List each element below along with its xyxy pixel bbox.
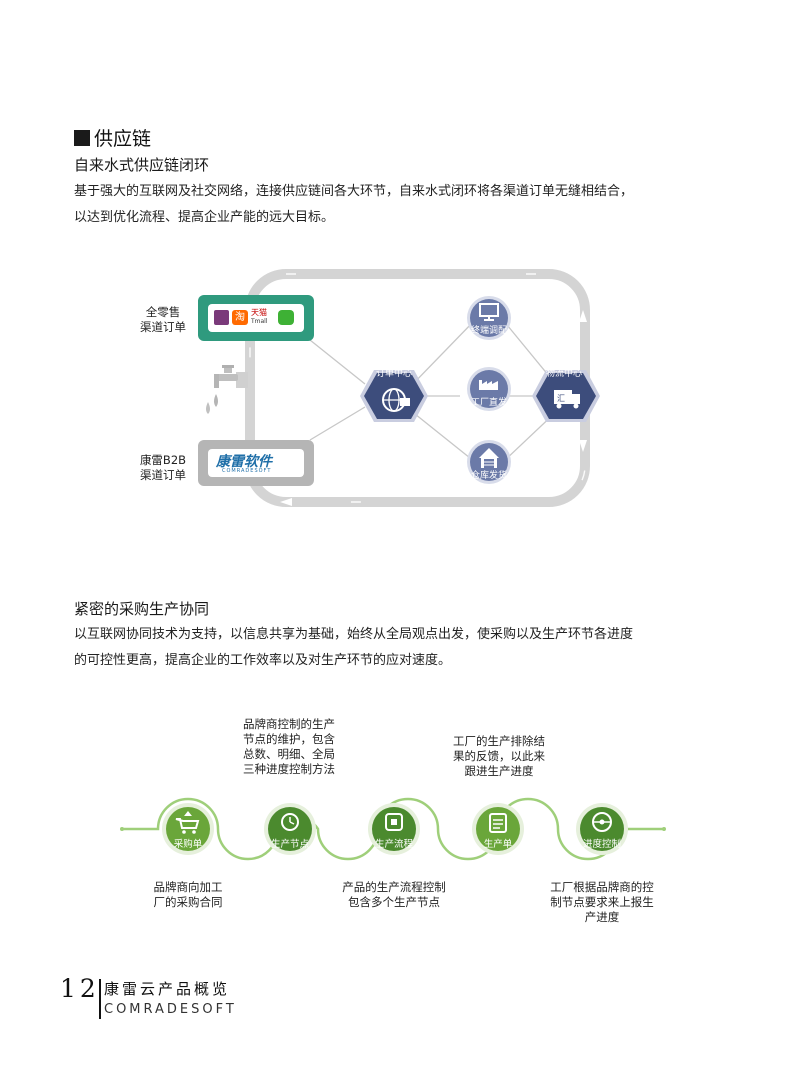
node-purchase-order xyxy=(162,803,214,855)
b2b-channel-box: 康雷软件 COMRADESOFT xyxy=(198,440,314,486)
node-label-purchase-order: 采购单 xyxy=(173,839,203,850)
tmall-icon: 天猫 Tmall xyxy=(251,308,268,325)
order-center-hexagon xyxy=(360,370,428,422)
supply-chain-diagram: 汇 xyxy=(130,262,600,512)
supply-chain-svg: 汇 xyxy=(206,269,600,507)
desc-progress-control: 工厂根据品牌商的控 制节点要求来上报生 产进度 xyxy=(550,880,654,924)
clock-icon xyxy=(281,813,299,831)
pipe-arrow-icon xyxy=(579,440,587,452)
node-production-order xyxy=(472,803,524,855)
node-label-production-order: 生产单 xyxy=(483,839,513,850)
clipboard-icon xyxy=(489,813,507,833)
production-subtitle: 紧密的采购生产协同 xyxy=(74,600,210,618)
supply-subtitle: 自来水式供应链闭环 xyxy=(74,156,210,174)
warehouse-circle xyxy=(467,440,511,484)
retail-channel-label: 全零售 渠道订单 xyxy=(140,305,186,334)
page-number: 12 xyxy=(60,974,100,1003)
pipe-arrow-icon xyxy=(579,310,587,322)
node-production-process xyxy=(368,803,420,855)
desc-production-point: 品牌商控制的生产 节点的维护，包含 总数、明细、全局 三种进度控制方法 xyxy=(243,717,335,776)
factory-circle xyxy=(467,367,511,411)
chip-icon xyxy=(385,813,403,831)
factory-icon xyxy=(479,380,498,390)
connector-line xyxy=(309,406,366,441)
node-label-production-process: 生产流程 xyxy=(374,839,413,850)
faucet-icon xyxy=(206,365,248,414)
connector-line xyxy=(409,319,476,388)
production-flow-svg xyxy=(120,797,666,861)
section-title: 供应链 xyxy=(74,124,151,151)
logistics-center-hexagon: 汇 xyxy=(532,370,600,422)
production-para-line2: 的可控性更高，提高企业的工作效率以及对生产环节的应对速度。 xyxy=(74,653,452,668)
logistics-center-label: 物流中心 xyxy=(545,369,582,379)
svg-text:汇: 汇 xyxy=(557,394,565,403)
desc-production-process: 产品的生产流程控制 包含多个生产节点 xyxy=(342,880,446,909)
store-icon xyxy=(214,310,229,325)
production-para-line1: 以互联网协同技术为支持，以信息共享为基础，始终从全局观点出发，使采购以及生产环节… xyxy=(74,627,634,642)
node-production-point xyxy=(264,803,316,855)
desc-production-order: 工厂的生产排除结 果的反馈，以此来 跟进生产进度 xyxy=(453,734,545,778)
node-label-progress-control: 进度控制 xyxy=(582,839,621,850)
footer-divider xyxy=(99,979,101,1019)
supply-para-line1: 基于强大的互联网及社交网络，连接供应链间各大环节，自来水式闭环将各渠道订单无缝相… xyxy=(74,184,634,199)
section-title-text: 供应链 xyxy=(94,128,152,150)
cart-icon xyxy=(175,818,200,829)
taobao-icon: 淘 xyxy=(232,310,248,325)
supply-para-line2: 以达到优化流程、提高企业产能的远大目标。 xyxy=(74,210,335,225)
node-progress-control xyxy=(576,803,628,855)
factory-label: 工厂直发 xyxy=(470,398,507,408)
desc-purchase-order: 品牌商向加工 厂的采购合同 xyxy=(153,880,223,909)
brand-logo-sub: COMRADESOFT xyxy=(222,468,272,474)
production-flow-diagram: 采购单 生产节点 生产流程 生产单 进度控制 品牌商控制的生产 节点的维护，包含… xyxy=(118,712,678,942)
connector-line xyxy=(409,409,476,463)
supply-paragraph: 基于强大的互联网及社交网络，连接供应链间各大环节，自来水式闭环将各渠道订单无缝相… xyxy=(74,179,724,231)
node-label-production-point: 生产节点 xyxy=(270,839,309,850)
connector-line xyxy=(309,339,366,385)
retail-channel-box: 淘 天猫 Tmall xyxy=(198,295,314,341)
pipe-arrow-icon xyxy=(280,498,292,506)
footer-brand: COMRADESOFT xyxy=(104,1002,237,1017)
wechat-icon xyxy=(278,310,294,325)
terminal-circle xyxy=(467,296,511,340)
brand-logo: 康雷软件 xyxy=(216,454,272,470)
production-paragraph: 以互联网协同技术为支持，以信息共享为基础，始终从全局观点出发，使采购以及生产环节… xyxy=(74,622,724,674)
order-center-label: 订单中心 xyxy=(375,369,412,379)
terminal-label: 终端调配 xyxy=(470,326,507,336)
b2b-channel-label: 康雷B2B 渠道订单 xyxy=(139,453,187,482)
footer-title: 康雷云产品概览 xyxy=(104,980,231,998)
square-bullet-icon xyxy=(74,129,90,146)
warehouse-label: 仓库发货 xyxy=(470,471,507,481)
